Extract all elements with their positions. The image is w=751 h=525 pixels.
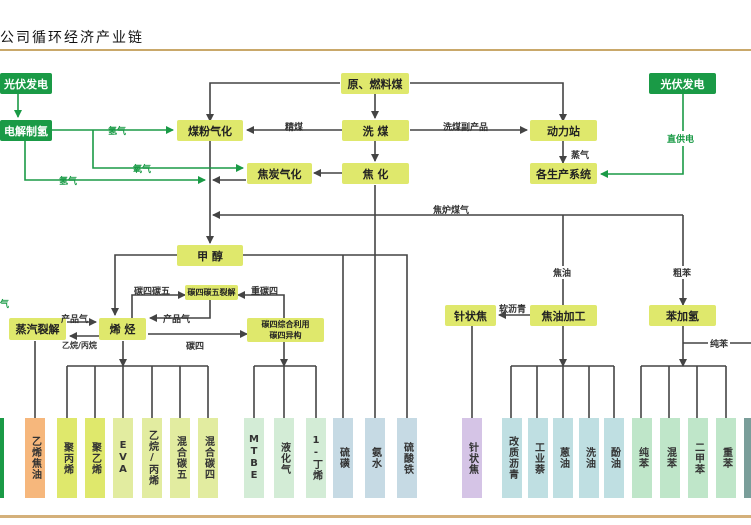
electrolysis-hydrogen-node: 电解制氢 (0, 120, 52, 141)
product-box: 蒽油 (553, 418, 573, 498)
edge-raw-to-power (410, 82, 567, 122)
steam-cracking-node: 蒸汽裂解 (9, 318, 66, 340)
label-crude-benzene: 粗苯 (673, 266, 692, 279)
pv-power-left-node: 光伏发电 (0, 73, 52, 94)
label-hydrogen-1: 氢气 (108, 127, 127, 137)
coking-node: 焦 化 (342, 163, 409, 184)
pulverized-coal-gasification-node: 煤粉气化 (177, 120, 243, 141)
label-hydrogen-2: 氢气 (59, 177, 78, 187)
partial-teal-product (744, 418, 751, 498)
raw-coal-node: 原、燃料煤 (341, 73, 409, 94)
methanol-node: 甲 醇 (177, 245, 243, 266)
label-product-gas-2: 产品气 (163, 315, 191, 325)
product-box: 硫磺 (333, 418, 353, 498)
coal-washing-node: 洗 煤 (342, 120, 409, 141)
product-box: 硫酸铁 (397, 418, 417, 498)
c4-utilization-line2: 碳四异构 (269, 331, 302, 340)
pv-power-right-node: 光伏发电 (649, 73, 716, 94)
edge-methanol-to-olefins (111, 254, 178, 316)
label-partial-gas: 气 (0, 300, 10, 310)
partial-green-product (0, 418, 4, 498)
olefins-node: 烯 烃 (99, 318, 146, 340)
label-coke-oven-gas: 焦炉煤气 (433, 206, 470, 216)
label-heavy-c4: 重碳四 (251, 287, 279, 297)
product-box: 针状焦 (462, 418, 482, 498)
label-direct-power: 直供电 (667, 131, 695, 146)
product-box: 聚乙烯 (85, 418, 105, 498)
product-box: 二甲苯 (688, 418, 708, 498)
needle-coke-process-node: 针状焦 (445, 305, 496, 326)
label-c4c5: 碳四碳五 (134, 287, 171, 297)
label-oxygen: 氧气 (133, 165, 152, 175)
c4-utilization-line1: 碳四综合利用 (261, 320, 310, 329)
product-box: 乙烯焦油 (25, 418, 45, 498)
tar-processing-node: 焦油加工 (530, 305, 597, 326)
product-box: 液化气 (274, 418, 294, 498)
product-box: 1-丁烯 (306, 418, 326, 498)
product-box: 改质沥青 (502, 418, 522, 498)
product-box: 聚丙烯 (57, 418, 77, 498)
edge-raw-to-pulverized (206, 82, 340, 122)
product-box: 重苯 (716, 418, 736, 498)
label-product-gas-1: 产品气 (61, 315, 89, 325)
product-box: 乙烷/丙烯 (142, 418, 162, 498)
product-box: 纯苯 (632, 418, 652, 498)
label-steam: 蒸气 (571, 151, 590, 161)
label-pure-benzene: 纯苯 (708, 337, 731, 350)
c4-utilization-node: 碳四综合利用 碳四异构 (247, 318, 324, 342)
bottom-divider (0, 515, 751, 518)
label-clean-coal: 精煤 (285, 123, 304, 133)
label-washing-byproduct: 洗煤副产品 (443, 123, 489, 133)
product-box: 酚油 (604, 418, 624, 498)
product-box: 氨水 (365, 418, 385, 498)
label-tar: 焦油 (553, 266, 572, 279)
product-box: 工业萘 (528, 418, 548, 498)
c4c5-cracking-node: 碳四碳五裂解 (185, 285, 238, 300)
product-box: 混合碳四 (198, 418, 218, 498)
product-box: 混苯 (660, 418, 680, 498)
page-title: 公司循环经济产业链 (0, 30, 144, 46)
label-soft-pitch: 软沥青 (499, 305, 527, 315)
coke-gasification-node: 焦炭气化 (247, 163, 312, 184)
label-c4: 碳四 (186, 342, 205, 352)
title-divider (0, 49, 751, 51)
product-box: MTBE (244, 418, 264, 498)
label-ethane-propane: 乙烷/丙烷 (62, 341, 97, 350)
product-box: EVA (113, 418, 133, 498)
product-box: 洗油 (579, 418, 599, 498)
production-systems-node: 各生产系统 (530, 163, 597, 184)
benzene-hydrogenation-node: 苯加氢 (649, 305, 716, 326)
power-station-node: 动力站 (530, 120, 597, 141)
product-box: 混合碳五 (170, 418, 190, 498)
